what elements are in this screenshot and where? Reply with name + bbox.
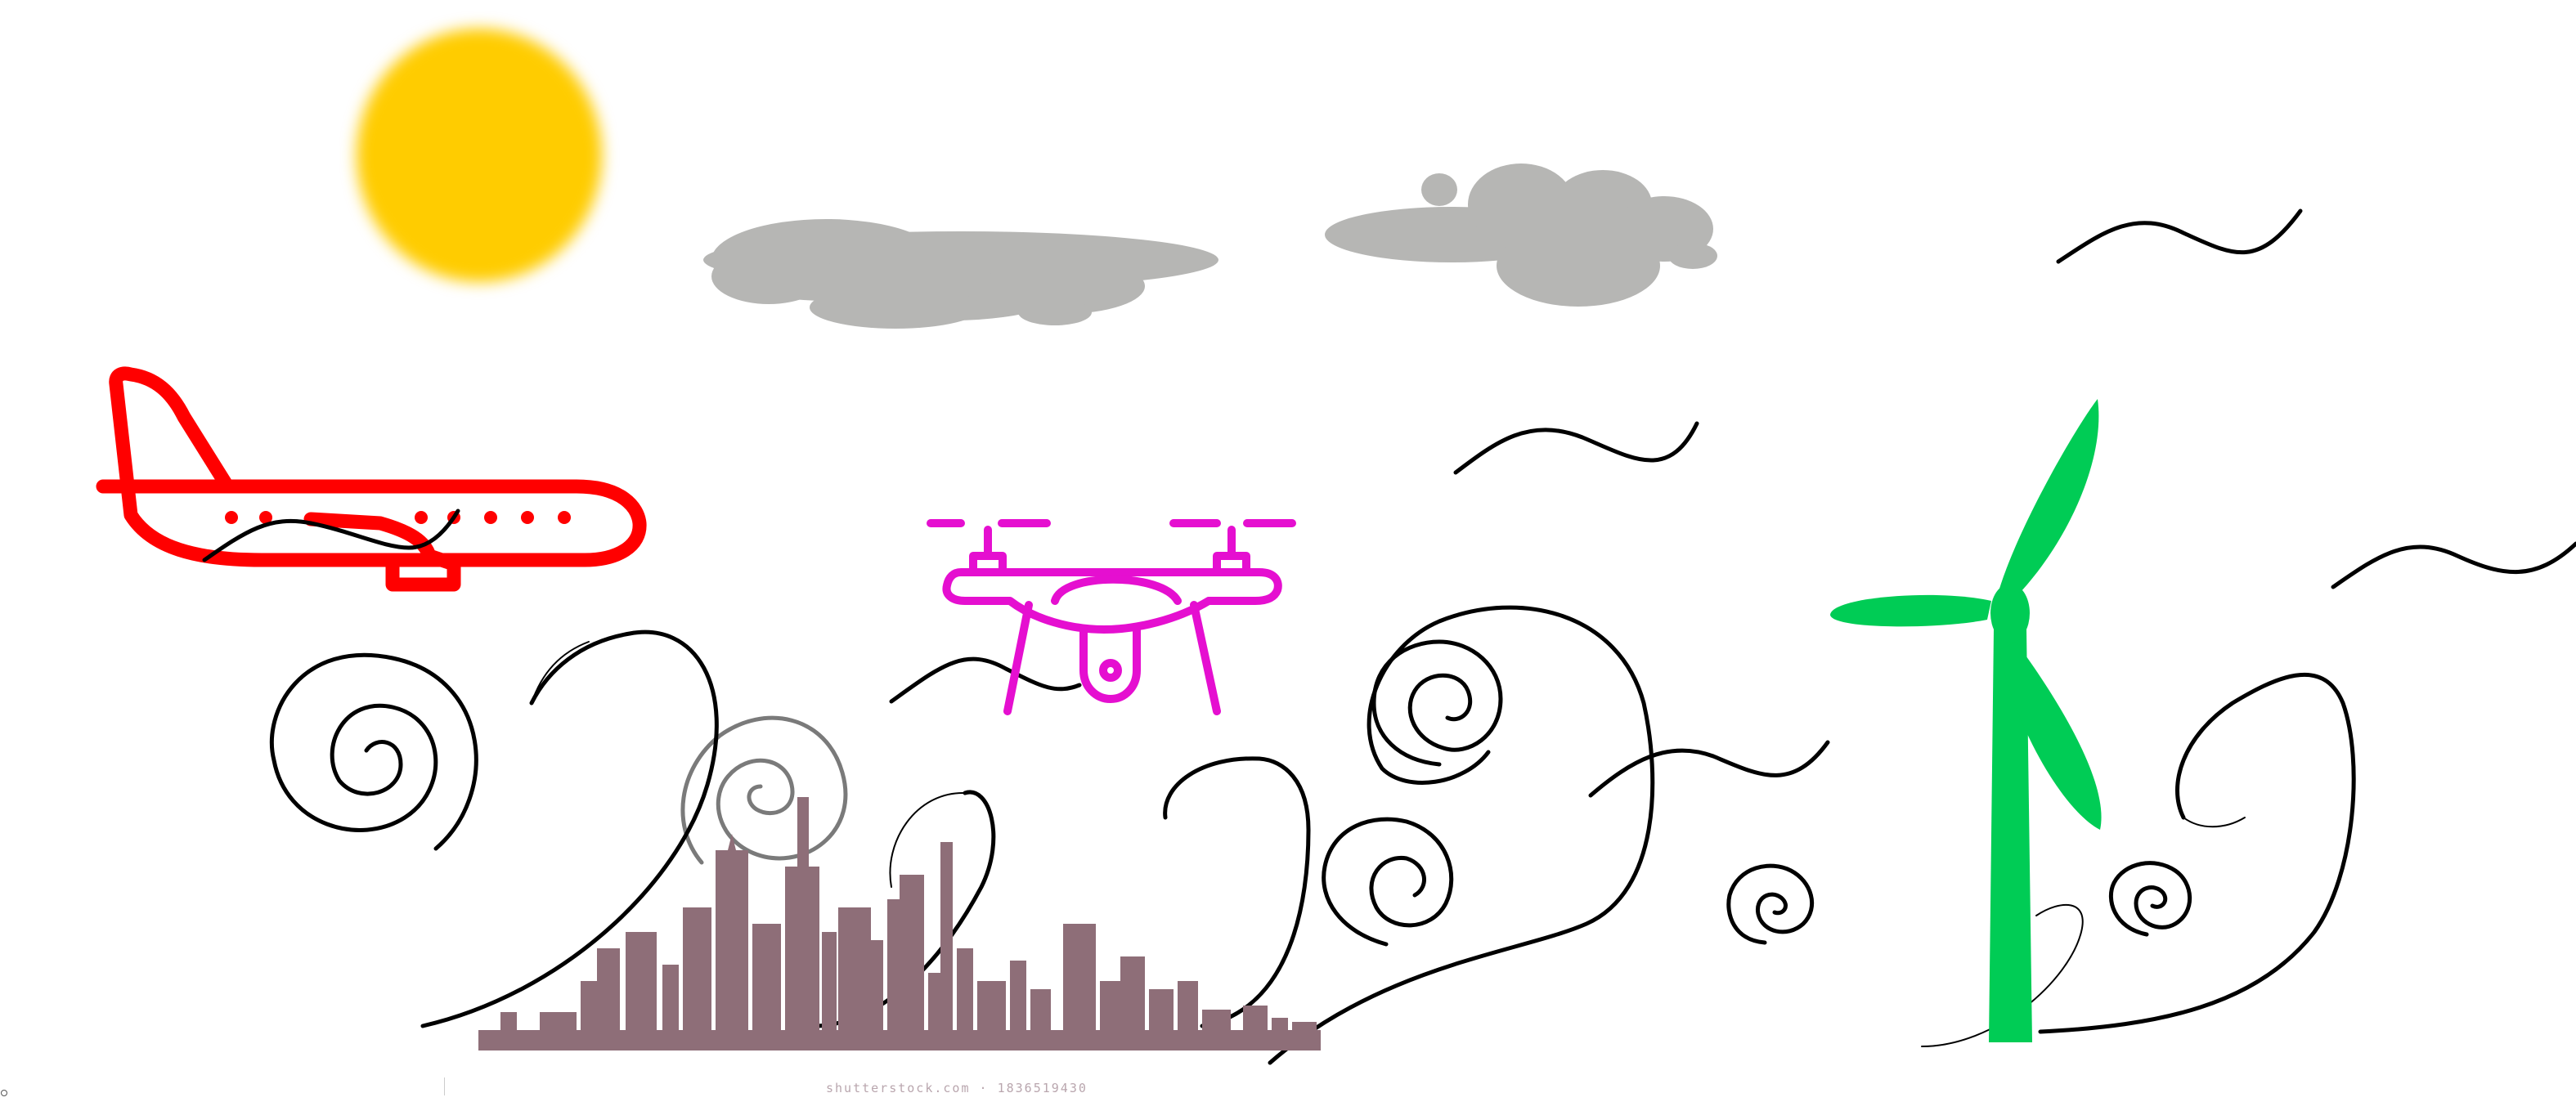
wind-curve xyxy=(889,791,966,888)
swirl xyxy=(1726,863,1815,945)
wind-swirls xyxy=(269,639,2192,947)
corner-dot xyxy=(1,1090,7,1096)
wind-gust xyxy=(2056,208,2303,264)
city-skyline xyxy=(478,797,1321,1050)
wind-curve xyxy=(420,629,719,1028)
wind-turbine-icon xyxy=(1830,399,2102,1042)
divider-mark xyxy=(444,1077,445,1095)
wind-gust xyxy=(1588,740,1830,798)
swirl xyxy=(680,715,848,865)
wind-turbine-hub xyxy=(2000,597,2020,629)
wind-gust xyxy=(889,656,1082,704)
wind-curve xyxy=(1163,756,1311,1028)
wind-gust xyxy=(1453,421,1699,475)
wind-curve xyxy=(2183,817,2246,828)
drone-icon xyxy=(927,519,1296,715)
airplane-icon xyxy=(96,366,647,592)
wind-curve xyxy=(1268,605,1655,1065)
watermark: shutterstock.com · 1836519430 xyxy=(826,1081,1088,1095)
wind-curve xyxy=(531,641,590,704)
wind-curve xyxy=(1921,904,2084,1047)
cloud-right xyxy=(1325,164,1717,307)
airplane-windows xyxy=(225,511,571,524)
swirl xyxy=(2108,861,2192,937)
wind-gusts xyxy=(889,208,2576,798)
swirl xyxy=(1322,817,1454,947)
cloud-left xyxy=(703,219,1218,329)
wind-curve xyxy=(2038,672,2356,1034)
wind-gust-airplane xyxy=(202,508,460,562)
sun xyxy=(357,29,602,282)
wind-gust xyxy=(2331,541,2576,589)
wind-curves xyxy=(420,605,2356,1065)
swirl xyxy=(269,652,478,851)
